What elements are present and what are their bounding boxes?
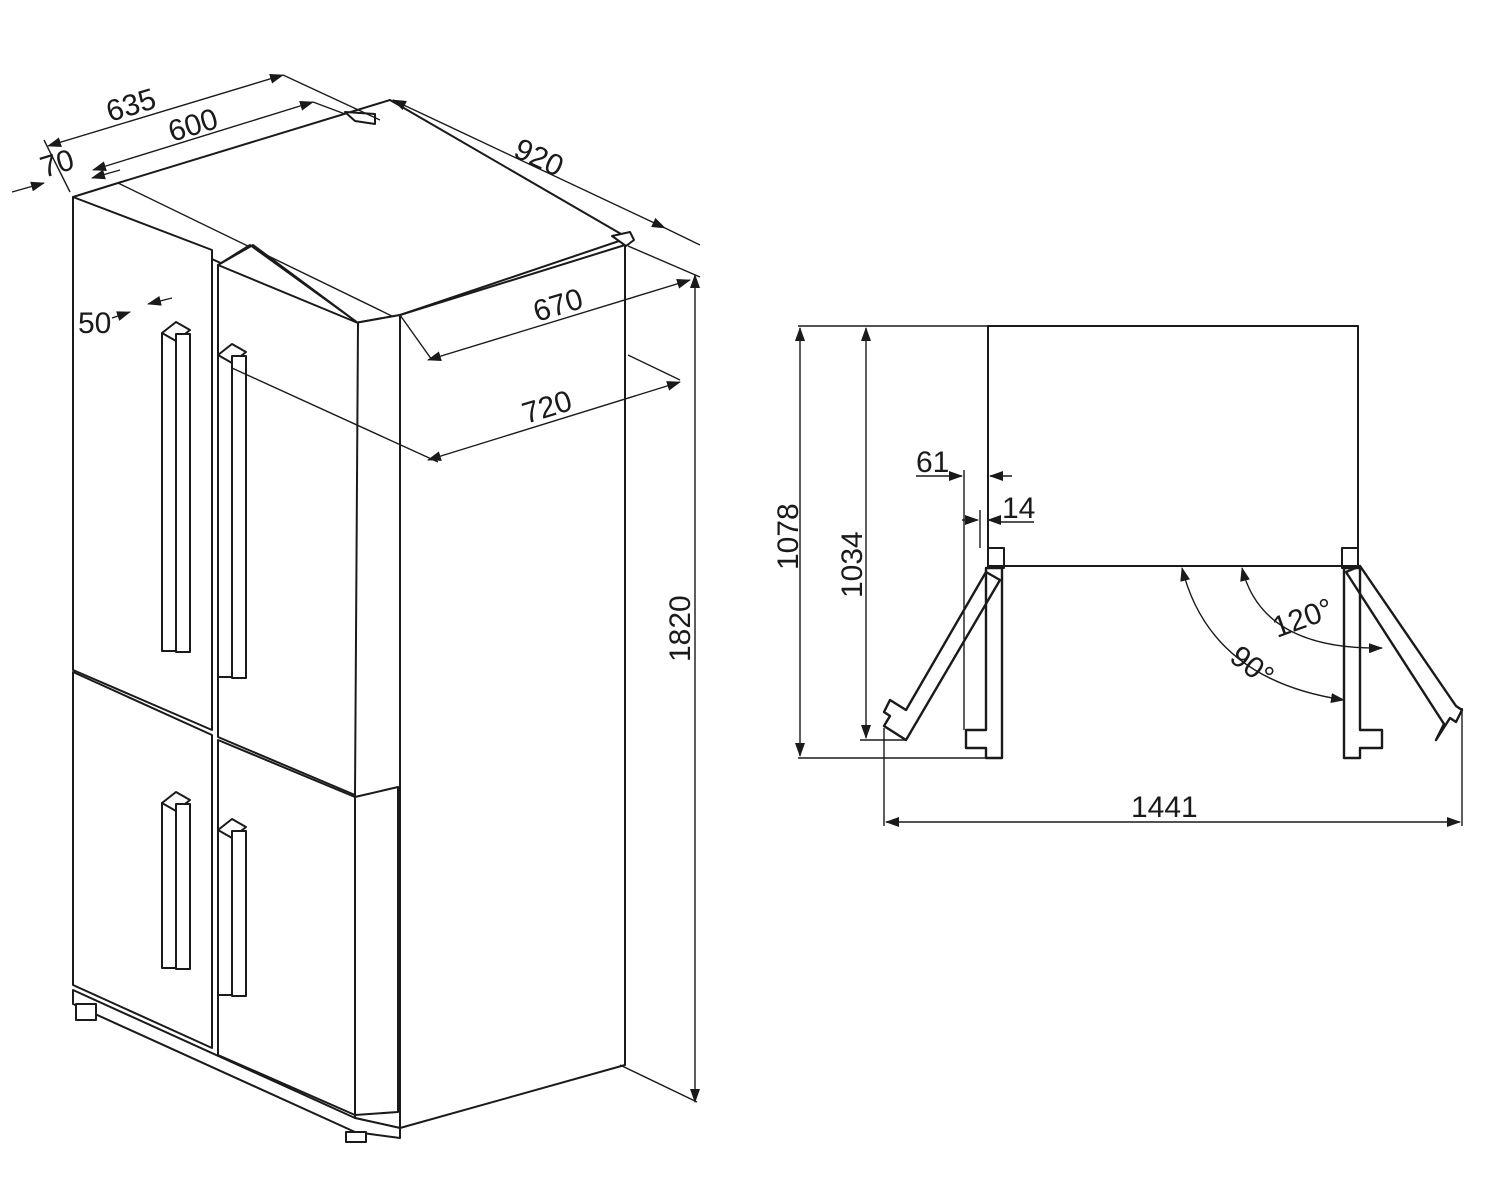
top-tab-right xyxy=(611,231,635,247)
dim-arrow-70-right xyxy=(91,169,121,180)
label-70: 70 xyxy=(36,143,78,184)
door-upper-right-top-lip xyxy=(217,244,359,324)
plan-door-left-90 xyxy=(964,566,1004,760)
dim-line-720 xyxy=(427,381,681,461)
ext-line-720-right xyxy=(627,354,681,381)
door-lower-left xyxy=(72,671,213,1049)
ext-line-670-left xyxy=(399,314,433,361)
dim-arrow-50-left xyxy=(111,311,131,321)
label-90-deg: 90° xyxy=(1224,640,1280,694)
handle-upper-left xyxy=(161,321,191,653)
label-1441: 1441 xyxy=(1131,791,1198,824)
ext-line-600-right xyxy=(312,101,346,115)
fridge-front-edge xyxy=(354,314,401,1129)
label-1078: 1078 xyxy=(772,503,805,570)
door-upper-left xyxy=(72,196,213,731)
fridge-isometric-view: 635 600 70 920 50 670 720 1820 xyxy=(11,73,701,1143)
arc-90-deg xyxy=(1180,567,1345,704)
label-61: 61 xyxy=(916,446,949,479)
ext-line-920 xyxy=(664,227,701,246)
ext-line-720-left xyxy=(231,367,439,463)
foot-left xyxy=(75,1003,97,1021)
ext-line-1820 xyxy=(619,1064,698,1103)
handle-upper-right xyxy=(217,343,247,679)
fridge-plan-view: 1078 1034 61 14 120° 90° 1441 xyxy=(772,325,1464,827)
label-1034: 1034 xyxy=(836,531,869,598)
fridge-side-panel xyxy=(399,244,626,1129)
handle-lower-left xyxy=(161,791,191,970)
label-635: 635 xyxy=(102,82,160,128)
label-1820: 1820 xyxy=(664,595,697,662)
dim-line-635 xyxy=(47,73,284,148)
plan-door-right-open xyxy=(1344,564,1464,742)
dim-line-670 xyxy=(427,279,691,361)
arc-120-deg xyxy=(1240,567,1383,654)
dim-line-920 xyxy=(392,99,666,229)
label-14: 14 xyxy=(1002,492,1035,525)
dim-arrow-70-left xyxy=(11,181,45,193)
ext-line-635-left xyxy=(43,139,71,193)
foot-right xyxy=(345,1131,367,1143)
lower-drawer-side xyxy=(354,786,399,1116)
dim-arrow-50-right xyxy=(147,295,173,306)
ext-line-670-right xyxy=(627,245,701,278)
label-50: 50 xyxy=(78,307,111,340)
ext-line-635-right xyxy=(282,74,381,121)
fridge-plinth xyxy=(72,989,401,1139)
label-600: 600 xyxy=(164,102,222,148)
plan-cabinet-body xyxy=(987,325,1359,567)
plan-door-left-open xyxy=(882,570,1002,742)
dim-line-600 xyxy=(92,101,314,171)
handle-lower-right xyxy=(217,818,247,997)
